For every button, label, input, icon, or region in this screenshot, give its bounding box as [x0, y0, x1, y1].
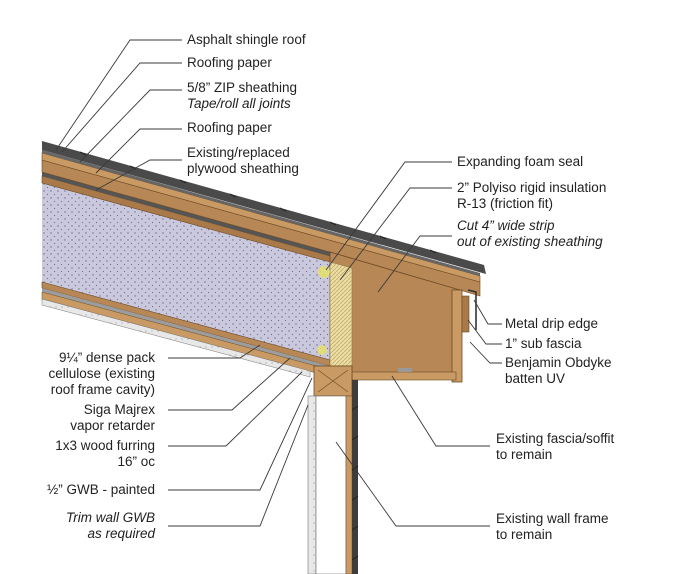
- roofing-paper-lower: [42, 172, 330, 256]
- label-polyiso-1: 2” Polyiso rigid insulation: [457, 180, 606, 195]
- label-trim-gwb-1: Trim wall GWB: [66, 510, 155, 525]
- label-plywood-1: Existing/replaced: [187, 145, 290, 160]
- label-polyiso-2: R-13 (friction fit): [457, 196, 553, 211]
- label-cellulose-1: 9¼” dense pack: [59, 350, 155, 365]
- label-expanding-foam-seal: Expanding foam seal: [457, 154, 583, 169]
- cellulose-dots: [42, 183, 330, 360]
- label-cellulose-2: cellulose (existing: [48, 366, 155, 381]
- drip-edge: [467, 289, 477, 330]
- label-fascia-1: Existing fascia/soffit: [496, 431, 615, 446]
- label-fascia-2: to remain: [496, 447, 552, 462]
- label-metal-drip-edge: Metal drip edge: [505, 316, 598, 331]
- wall-gwb-speck: [308, 396, 316, 574]
- wall-sheathing: [345, 395, 353, 574]
- foam-seal-lower: [317, 345, 327, 355]
- label-trim-gwb-2: as required: [87, 526, 155, 541]
- label-asphalt-shingle-roof: Asphalt shingle roof: [187, 32, 306, 47]
- shingle-edges: [79, 151, 437, 254]
- gwb-slope-speck: [42, 299, 310, 377]
- label-zip-tape: Tape/roll all joints: [187, 96, 291, 111]
- label-wall-2: to remain: [496, 527, 552, 542]
- label-cut-strip-2: out of existing sheathing: [457, 234, 603, 249]
- foam-seal: [318, 266, 330, 278]
- label-plywood-2: plywood sheathing: [187, 161, 299, 176]
- wall-siding: [352, 380, 358, 574]
- label-zip-sheathing: 5/8” ZIP sheathing: [187, 80, 297, 95]
- sub-fascia: [461, 295, 470, 333]
- fascia-board: [451, 289, 463, 383]
- label-batten-1: Benjamin Obdyke: [505, 355, 612, 370]
- leader-lines: [55, 39, 502, 527]
- label-cut-strip-1: Cut 4” wide strip: [457, 218, 555, 233]
- label-wall-1: Existing wall frame: [496, 511, 609, 526]
- wall-stud: [315, 395, 347, 574]
- label-batten-2: batten UV: [505, 371, 565, 386]
- label-siga-1: Siga Majrex: [84, 402, 156, 417]
- label-furring-1: 1x3 wood furring: [55, 438, 155, 453]
- soffit-board: [351, 371, 457, 381]
- label-siga-2: vapor retarder: [70, 418, 155, 433]
- label-sub-fascia: 1” sub fascia: [505, 336, 582, 351]
- label-roofing-paper-1: Roofing paper: [187, 55, 272, 70]
- roofing-paper-upper: [42, 150, 480, 276]
- label-furring-2: 16” oc: [117, 454, 155, 469]
- label-gwb-painted: ½” GWB - painted: [47, 482, 155, 497]
- batten-strip: [398, 368, 412, 372]
- asphalt-shingles: [42, 141, 486, 274]
- label-roofing-paper-2: Roofing paper: [187, 120, 272, 135]
- label-cellulose-3: roof frame cavity): [51, 382, 155, 397]
- polyiso-hatch: [330, 262, 352, 366]
- vapor-retarder-layer: [42, 288, 330, 370]
